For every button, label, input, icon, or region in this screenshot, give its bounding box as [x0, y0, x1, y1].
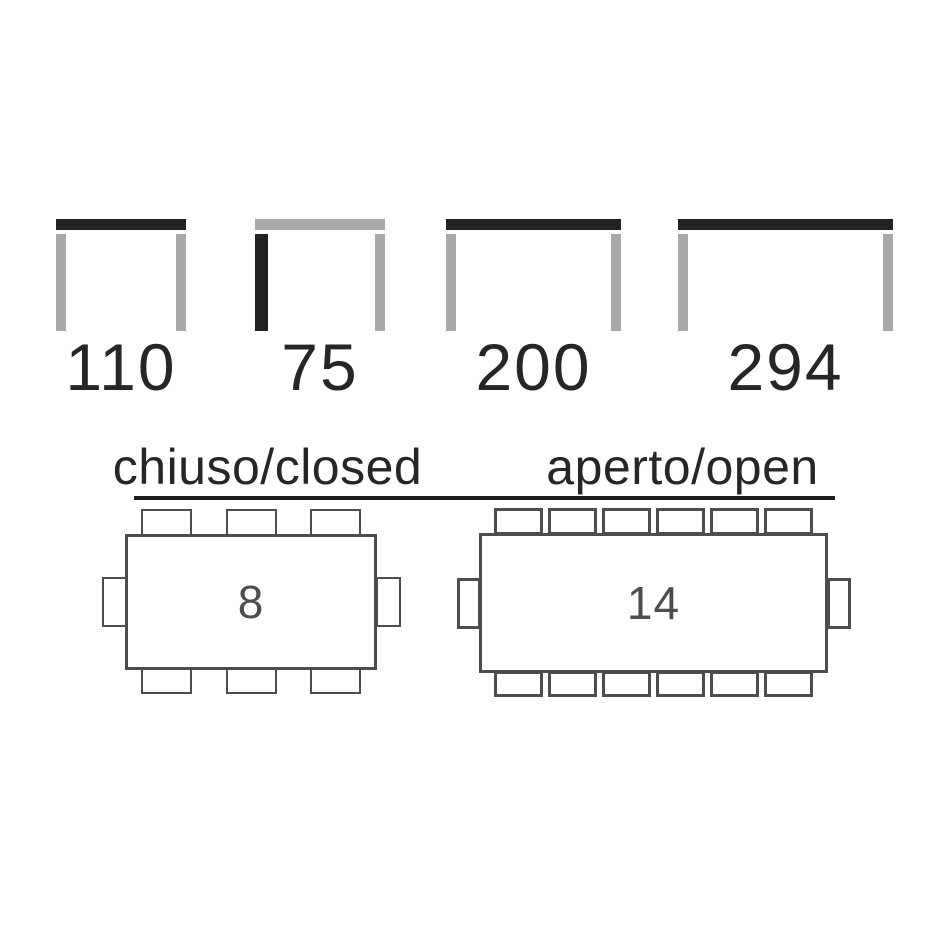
chair-bottom [225, 668, 277, 694]
dimension-value: 110 [65, 330, 177, 404]
section-underline [134, 496, 835, 500]
table-leg-icon [883, 234, 893, 331]
tabletop-bar [255, 219, 385, 230]
chair-bottom [494, 671, 543, 697]
dimension-figure-110: 110 [56, 219, 186, 403]
table-top-view-open: 14 [479, 533, 828, 673]
dimension-figure-200: 200 [446, 219, 621, 403]
closed-section-label: chiuso/closed [112, 439, 423, 495]
chair-bottom [764, 671, 813, 697]
chair-top [602, 508, 651, 535]
chair-bottom [602, 671, 651, 697]
table-leg-icon [176, 234, 186, 331]
chairs-row-top [125, 509, 377, 536]
seating-plan-open: 14 [457, 508, 851, 698]
dimension-value: 200 [475, 330, 592, 404]
chair-left [457, 578, 481, 629]
chair-top [225, 509, 277, 536]
table-top-view-closed: 8 [125, 534, 377, 670]
chairs-row-top [479, 508, 828, 535]
chair-bottom [548, 671, 597, 697]
dimension-value: 294 [727, 330, 844, 404]
chair-top [656, 508, 705, 535]
open-section-label: aperto/open [546, 439, 819, 495]
chair-bottom [710, 671, 759, 697]
seating-plan-closed: 8 [102, 509, 401, 695]
chair-top [764, 508, 813, 535]
chair-bottom [141, 668, 192, 694]
tabletop-bar-highlighted [56, 219, 186, 230]
chairs-row-bottom [125, 668, 377, 695]
dimension-value: 75 [281, 330, 359, 404]
tabletop-bar-highlighted [446, 219, 621, 230]
chair-right [827, 578, 851, 629]
table-side-view-icon [446, 219, 621, 332]
table-leg-icon [446, 234, 456, 331]
chair-bottom [656, 671, 705, 697]
chair-right [376, 577, 401, 627]
dimension-figure-75: 75 [255, 219, 385, 403]
chairs-row-bottom [479, 671, 828, 698]
table-side-view-icon [56, 219, 186, 332]
chair-bottom [310, 668, 361, 694]
table-leg-icon [611, 234, 621, 331]
table-side-view-icon [255, 219, 385, 332]
dimension-figure-294: 294 [678, 219, 893, 403]
chair-top [548, 508, 597, 535]
table-leg-highlighted [255, 234, 268, 331]
chair-top [141, 509, 192, 536]
chair-top [710, 508, 759, 535]
chair-top [494, 508, 543, 535]
table-leg-icon [375, 234, 385, 331]
seat-count: 8 [237, 576, 265, 628]
table-leg-icon [56, 234, 66, 331]
chair-left [102, 577, 127, 627]
tabletop-bar-highlighted [678, 219, 893, 230]
chair-top [310, 509, 361, 536]
seat-count: 14 [626, 577, 681, 629]
table-side-view-icon [678, 219, 893, 332]
table-leg-icon [678, 234, 688, 331]
